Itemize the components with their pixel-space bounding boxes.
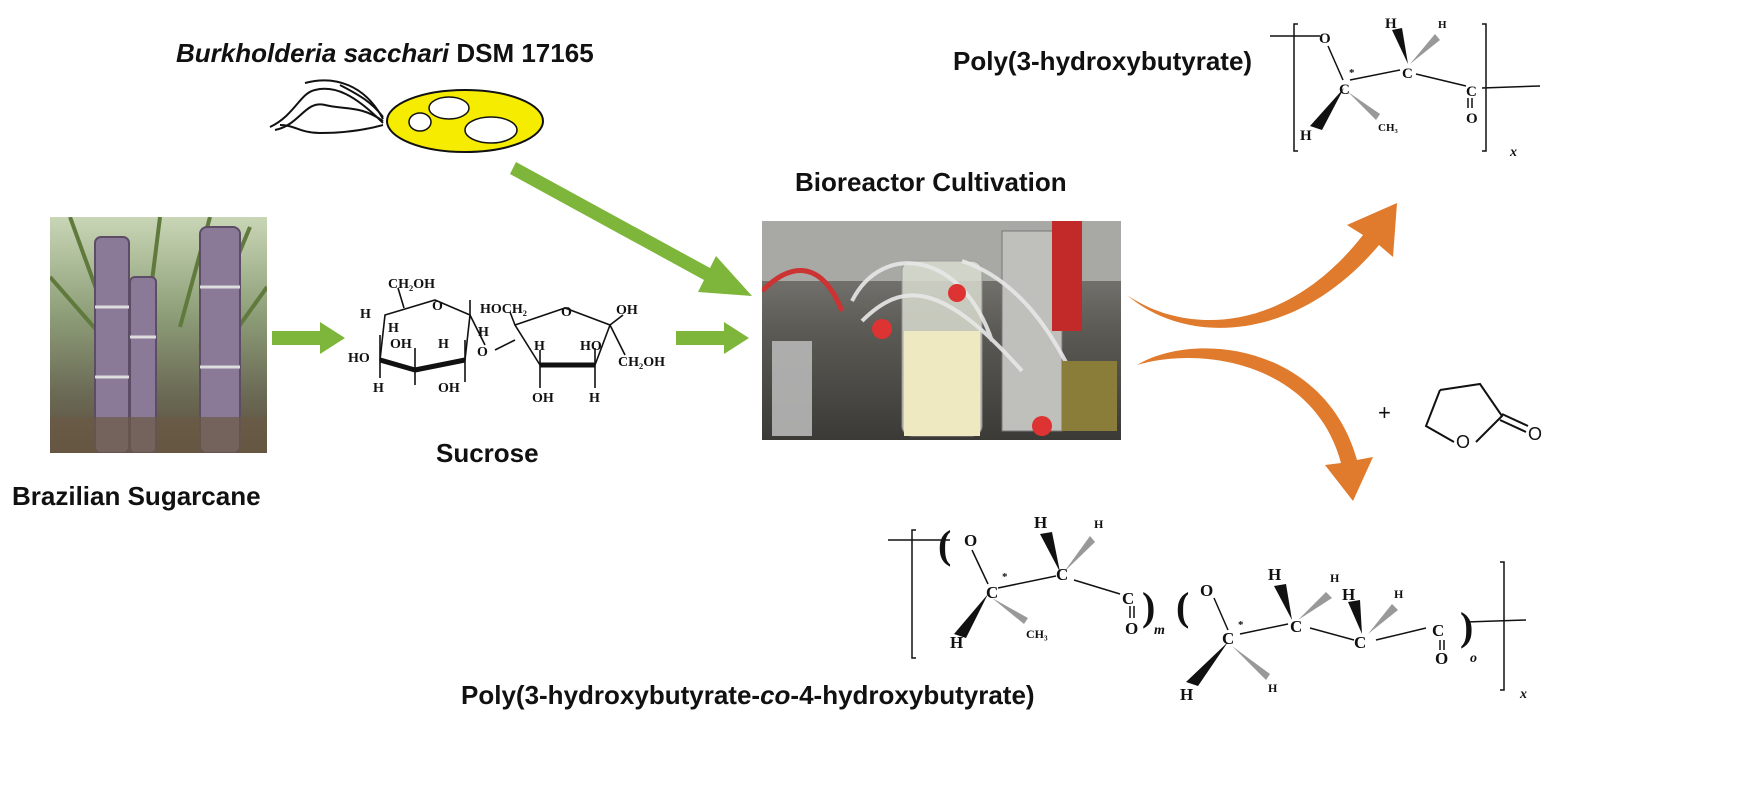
- svg-text:*: *: [1238, 619, 1244, 631]
- svg-text:O: O: [432, 299, 443, 314]
- svg-text:H: H: [1034, 513, 1047, 532]
- svg-text:H: H: [373, 381, 384, 396]
- copolymer-structure: () () O C * C C O H H H CH₃ m O C * C C …: [888, 513, 1527, 704]
- svg-text:C: C: [1432, 621, 1444, 640]
- svg-text:*: *: [1002, 571, 1008, 583]
- svg-text:o: o: [1470, 651, 1477, 666]
- svg-text:C: C: [1222, 629, 1234, 648]
- svg-text:C: C: [1354, 633, 1366, 652]
- svg-text:(: (: [1176, 584, 1189, 629]
- svg-text:HO: HO: [580, 339, 602, 354]
- svg-text:C: C: [1056, 565, 1068, 584]
- svg-text:HO: HO: [348, 351, 370, 366]
- svg-text:m: m: [1154, 623, 1165, 638]
- bioreactor-label: Bioreactor Cultivation: [795, 167, 1067, 197]
- arrow-sucrose-to-bioreactor: [676, 322, 749, 354]
- svg-text:H: H: [478, 325, 489, 340]
- svg-text:OH: OH: [390, 337, 412, 352]
- svg-text:O: O: [477, 345, 488, 360]
- svg-text:H: H: [950, 633, 963, 652]
- svg-text:x: x: [1509, 145, 1517, 158]
- svg-text:H: H: [1385, 16, 1397, 32]
- svg-text:O: O: [1319, 31, 1331, 47]
- svg-text:H: H: [1300, 128, 1312, 144]
- svg-text:CH₃: CH₃: [1378, 122, 1399, 134]
- plus-sign: +: [1378, 400, 1391, 425]
- svg-text:): ): [1460, 604, 1473, 649]
- svg-text:H: H: [1438, 19, 1447, 31]
- sucrose-ch2oh-right: CH₂OH: [618, 355, 665, 370]
- svg-text:O: O: [1200, 581, 1213, 600]
- svg-text:(: (: [938, 522, 951, 567]
- svg-text:C: C: [1466, 84, 1477, 100]
- svg-text:C: C: [1339, 82, 1350, 98]
- svg-text:H: H: [1268, 565, 1281, 584]
- svg-text:H: H: [1394, 587, 1404, 601]
- organism-strain: DSM 17165: [449, 38, 594, 68]
- svg-text:*: *: [1349, 67, 1355, 79]
- svg-text:H: H: [360, 307, 371, 322]
- svg-text:O: O: [1456, 432, 1470, 452]
- svg-text:C: C: [1122, 589, 1134, 608]
- svg-text:O: O: [1125, 619, 1138, 638]
- butyrolactone-structure: O O: [1424, 382, 1542, 452]
- svg-text:H: H: [589, 391, 600, 406]
- arrow-to-copolymer: [1137, 348, 1373, 501]
- bacterium-illustration: [269, 79, 544, 153]
- phb-label: Poly(3-hydroxybutyrate): [953, 46, 1253, 76]
- svg-text:H: H: [1094, 517, 1104, 531]
- arrow-to-phb: [1127, 203, 1397, 328]
- organism-genus-species: Burkholderia sacchari: [176, 38, 450, 68]
- arrow-organism-to-bioreactor: [510, 162, 752, 296]
- svg-text:H: H: [438, 337, 449, 352]
- organism-label: Burkholderia sacchari DSM 17165: [176, 38, 594, 69]
- svg-text:C: C: [1402, 66, 1413, 82]
- svg-text:OH: OH: [616, 303, 638, 318]
- svg-text:H: H: [1330, 571, 1340, 585]
- sucrose-structure: CH₂OH O H H HO OH H H OH H O HOCH₂ O OH …: [348, 277, 665, 406]
- svg-text:O: O: [1528, 424, 1542, 444]
- arrow-sugarcane-to-sucrose: [272, 322, 345, 354]
- sugarcane-label: Brazilian Sugarcane: [12, 481, 261, 511]
- sucrose-hoch2: HOCH₂: [480, 302, 527, 317]
- svg-text:x: x: [1519, 687, 1527, 702]
- svg-text:O: O: [1435, 649, 1448, 668]
- sucrose-ch2oh-top: CH₂OH: [388, 277, 435, 292]
- phb-structure: O C * C C O H H H CH₃ x: [1270, 16, 1541, 158]
- bioreactor-photo: [762, 221, 1121, 440]
- svg-text:OH: OH: [532, 391, 554, 406]
- svg-text:H: H: [1180, 685, 1193, 704]
- svg-text:H: H: [534, 339, 545, 354]
- sucrose-label: Sucrose: [436, 438, 539, 468]
- svg-text:C: C: [1290, 617, 1302, 636]
- copolymer-label: Poly(3-hydroxybutyrate-co-4-hydroxybutyr…: [461, 680, 1035, 710]
- svg-text:C: C: [986, 583, 998, 602]
- svg-text:OH: OH: [438, 381, 460, 396]
- svg-text:H: H: [1342, 585, 1355, 604]
- svg-text:O: O: [1466, 111, 1478, 127]
- svg-text:CH₃: CH₃: [1026, 627, 1048, 641]
- svg-text:H: H: [1268, 681, 1278, 695]
- svg-text:H: H: [388, 321, 399, 336]
- sugarcane-photo: [50, 217, 267, 453]
- svg-text:O: O: [561, 305, 572, 320]
- svg-text:): ): [1142, 584, 1155, 629]
- svg-text:O: O: [964, 531, 977, 550]
